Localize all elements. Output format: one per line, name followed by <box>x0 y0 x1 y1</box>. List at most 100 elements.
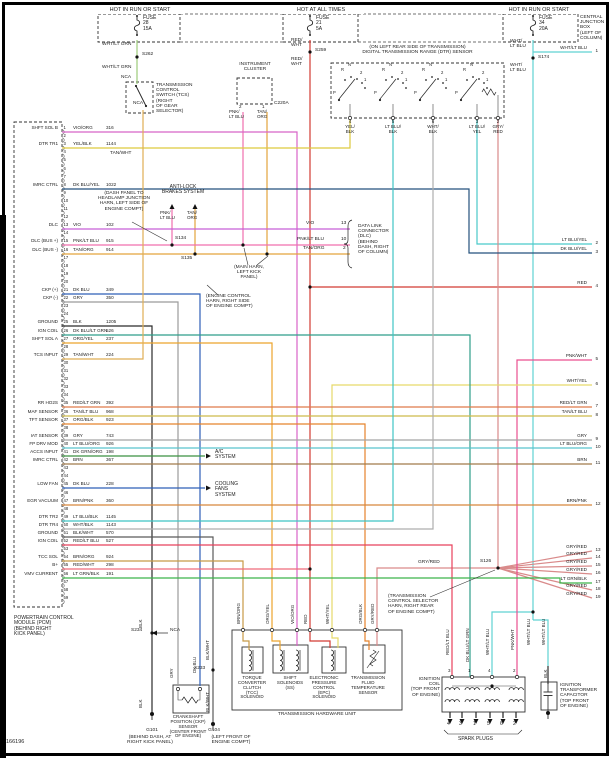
wire-color-label: LT GRN/BLK <box>73 570 100 576</box>
down-arrow <box>447 719 453 724</box>
wire-color-label: BLK <box>73 318 82 324</box>
pcm-pin-label: DLC (BUS -) <box>32 246 58 252</box>
pcm-pin-number: 17 <box>63 254 69 260</box>
pcm-pin-label: CKP (-) <box>42 294 58 300</box>
S252-splice <box>241 243 245 247</box>
circuit-number: 926 <box>106 440 114 446</box>
connector-pin-icon <box>391 116 395 120</box>
S253-splice <box>265 252 269 256</box>
wire-color-label: RED/LT GRN <box>73 399 101 405</box>
pcm-pin-number: 43 <box>63 465 69 471</box>
edge-pin-number: 12 <box>595 501 601 506</box>
dtr-contact <box>402 82 404 84</box>
label: WHT/YEL <box>325 603 330 624</box>
label: 3 <box>448 668 451 673</box>
pcm-pin-number: 44 <box>63 473 69 479</box>
label: WHT/LT GRN <box>102 65 132 70</box>
circuit-number: 224 <box>106 351 114 357</box>
label: WHT/LT GRN <box>102 42 132 47</box>
gry-red-fan19-wire <box>497 567 593 599</box>
label: BLK <box>138 699 143 708</box>
label: P <box>455 90 458 95</box>
circuit-number: 923 <box>106 416 114 422</box>
circuit-number: 360 <box>106 497 114 503</box>
bus-box-right <box>502 13 579 43</box>
pcm-pin-arc <box>61 210 65 216</box>
unit-label: TRANSMISSION HARDWARE UNIT <box>277 712 357 717</box>
pcm-pin-label: SHFT SOL B <box>31 124 58 130</box>
pcm-pin-51-wire <box>62 536 214 722</box>
edge-pin-number: 4 <box>595 283 599 288</box>
edge-wire-label: GRY/RED <box>566 550 587 556</box>
pcm-pin-label: GROUND <box>37 529 58 535</box>
pcm-pin-number: 54 <box>63 554 69 560</box>
ignition-coil-box <box>441 676 526 713</box>
abs-note: ANTI-LOCK BRAKES SYSTEM <box>161 184 205 196</box>
pcm-pin-label: DTR TR1 <box>38 140 58 146</box>
pcm-pin-number: 55 <box>63 562 69 568</box>
label: 1 <box>473 721 476 727</box>
label: 1 <box>468 668 471 673</box>
edge-wire-label: WHT/YEL <box>566 377 587 383</box>
red-vpwr-wire <box>309 40 331 648</box>
capacitor-note: IGNITION TRANSFORMER CAPACITOR (TOP FRON… <box>560 683 598 709</box>
connector-pin-icon <box>375 628 379 632</box>
ckp-sensor-box <box>172 684 210 714</box>
pcm-pin-number: 5 <box>63 157 66 163</box>
shift-solenoids-box <box>272 644 309 674</box>
pcm-pin-arc <box>61 429 65 435</box>
pcm-pin-number: 16 <box>63 246 69 252</box>
edge-wire-label: WHT/LT BLU <box>560 44 587 50</box>
label: BLK <box>543 669 548 678</box>
fuse-end <box>532 15 534 17</box>
circuit-number: 743 <box>106 432 114 438</box>
dtr-pivot <box>378 98 382 102</box>
pcm-pin-50-wire <box>62 118 434 530</box>
gry-red-fan18-wire <box>497 567 593 591</box>
edge-pin-number: 5 <box>595 356 599 361</box>
label: RED <box>303 614 308 624</box>
wire-color-label: BRN/PNK <box>73 497 94 503</box>
S262-splice <box>135 55 139 59</box>
label: VIO <box>306 221 315 226</box>
label: RED/LT BLU <box>445 629 450 655</box>
label: 2 <box>441 70 444 75</box>
label: 10 <box>341 237 347 242</box>
pcm-pin-label: DTR TR2 <box>38 513 58 519</box>
dtr-contact <box>486 87 488 89</box>
pcm-pin-arc <box>61 259 65 265</box>
pointer-line <box>256 255 269 266</box>
tcc-label: TORQUE CONVERTER CLUTCH (TCC) SOLENOID <box>237 675 267 700</box>
label: 1 <box>445 77 448 82</box>
label: BRN/ORG <box>236 602 241 624</box>
pcm-pin-number: 33 <box>63 384 69 390</box>
connector-pin-icon <box>176 687 180 691</box>
dtr-contact <box>442 82 444 84</box>
circuit-number: 968 <box>106 408 114 414</box>
dtr-contact <box>431 76 433 78</box>
label: RED/ WHT <box>291 38 303 49</box>
label: 1 <box>262 104 265 109</box>
dash-panel-note: (DASH PANEL TO HEADLAMP JUNCTION HARN, L… <box>98 191 150 212</box>
pcm-pin-number: 38 <box>63 424 69 430</box>
edge-pin-number: 11 <box>595 460 601 465</box>
pcm-pin-56-wire <box>62 577 592 584</box>
label: R <box>341 67 345 72</box>
dtr-title: (ON LEFT REAR SIDE OF TRANSMISSION) DIGI… <box>362 45 473 56</box>
label: RED/ WHT <box>291 57 303 68</box>
tcs-note: TRANSMISSION CONTROL SWITCH (TCS) (RIGHT… <box>156 83 193 114</box>
wht-yel-epc-wire <box>331 384 592 648</box>
wire-color-label: GRY <box>73 432 83 438</box>
label: S126 <box>480 559 492 564</box>
instrument-cluster-box <box>236 77 273 105</box>
S233-splice <box>211 668 215 672</box>
connector-pin-icon <box>496 116 500 120</box>
junction-red-edge-splice <box>308 285 312 289</box>
wire-color-label: BLK/WHT <box>73 529 94 535</box>
resistor-icon <box>181 696 199 704</box>
label: N <box>470 62 474 67</box>
edge-pin-number: 16 <box>595 570 601 575</box>
pcm-pin-3-wire <box>62 118 351 149</box>
edge-pin-number: 1 <box>595 48 599 53</box>
label: (BEHIND DASH, AT RIGHT KICK PANEL) <box>127 735 173 746</box>
